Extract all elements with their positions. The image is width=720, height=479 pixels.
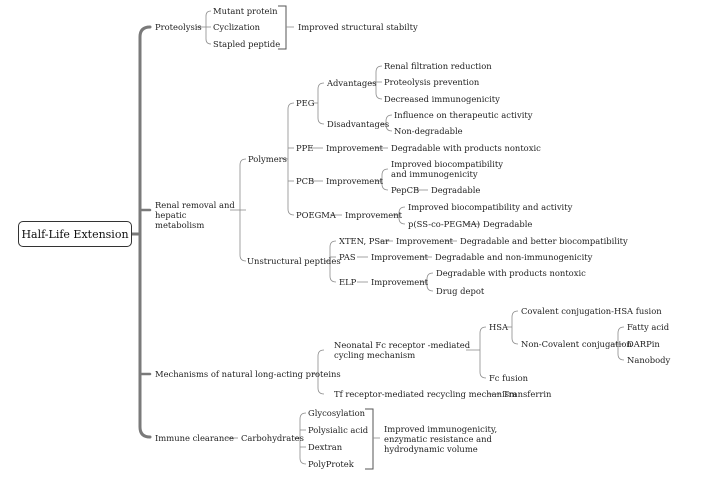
carbohydrate-item: Polysialic acid [308, 425, 369, 435]
peg-disadvantages-label: Disadvantages [327, 119, 390, 129]
peg-advantages-label: Advantages [327, 78, 377, 88]
pepcb-result: Degradable [431, 185, 481, 195]
ppe-result: Degradable with products nontoxic [391, 143, 541, 153]
fc-fusion-label: Fc fusion [489, 373, 529, 383]
proteolysis-item: Mutant protein [213, 6, 278, 16]
xten-improvement-label: Improvement [396, 236, 454, 246]
renal-label: Renal removal and hepatic metabolism [155, 200, 235, 230]
xten-label: XTEN, PSar [339, 236, 390, 246]
ppe-improvement-label: Improvement [326, 143, 384, 153]
proteolysis-result: Improved structural stabilty [298, 22, 418, 32]
hsa-covalent: Covalent conjugation-HSA fusion [521, 306, 662, 316]
natural-label: Mechanisms of natural long-acting protei… [155, 369, 341, 379]
peg-advantage-item: Decreased immunogenicity [384, 94, 500, 104]
pepcb-label: PepCB [391, 185, 420, 195]
tf-result: Transferrin [503, 389, 552, 399]
hsa-noncovalent: Non-Covalent conjugation [521, 339, 632, 349]
proteolysis-item: Stapled peptide [213, 39, 281, 49]
noncovalent-item: Nanobody [627, 355, 671, 365]
noncovalent-item: Fatty acid [627, 322, 670, 332]
hsa-label: HSA [489, 322, 509, 332]
root-node: Half-Life Extension [18, 221, 132, 247]
pas-result: Degradable and non-immunogenicity [435, 252, 593, 262]
pas-label: PAS [339, 252, 356, 262]
carbohydrate-item: PolyProtek [308, 459, 354, 469]
peg-disadvantage-item: Influence on therapeutic activity [394, 110, 533, 120]
elp-result: Degradable with products nontoxic [436, 268, 586, 278]
ppe-label: PPE [296, 143, 314, 153]
immune-label: Immune clearance [155, 433, 234, 443]
poegma-improvement-label: Improvement [345, 210, 403, 220]
peg-disadvantage-item: Non-degradable [394, 126, 463, 136]
pcb-label: PCB [296, 176, 315, 186]
carbohydrate-item: Dextran [308, 442, 343, 452]
noncovalent-item: DARPin [627, 339, 660, 349]
proteolysis-label: Proteolysis [155, 22, 202, 32]
elp-result: Drug depot [436, 286, 485, 296]
pcb-result: Improved biocompatibility and immunogeni… [391, 159, 504, 179]
polymers-label: Polymers [248, 154, 287, 164]
xten-result: Degradable and better biocompatibility [460, 236, 628, 246]
carbohydrate-item: Glycosylation [308, 408, 366, 418]
poegma-sub-result: Degradable [483, 219, 533, 229]
pas-improvement-label: Improvement [371, 252, 429, 262]
proteolysis-item: Cyclization [213, 22, 261, 32]
peg-advantage-item: Proteolysis prevention [384, 77, 480, 87]
carbohydrates-label: Carbohydrates [241, 433, 304, 443]
fcrn-label: Neonatal Fc receptor -mediated cycling m… [334, 340, 471, 360]
elp-improvement-label: Improvement [371, 277, 429, 287]
peg-label: PEG [296, 98, 315, 108]
poegma-sub-label: p(SS-co-PEGMA) [408, 219, 480, 229]
pcb-improvement-label: Improvement [326, 176, 384, 186]
poegma-result: Improved biocompatibility and activity [408, 202, 573, 212]
tf-label: Tf receptor-mediated recycling mechanism [334, 389, 517, 399]
peg-advantage-item: Renal filtration reduction [384, 61, 492, 71]
poegma-label: POEGMA [296, 210, 336, 220]
carbohydrates-result: Improved immunogenicity, enzymatic resis… [384, 424, 498, 454]
elp-label: ELP [339, 277, 357, 287]
unstructural-label: Unstructural peptides [247, 256, 341, 266]
